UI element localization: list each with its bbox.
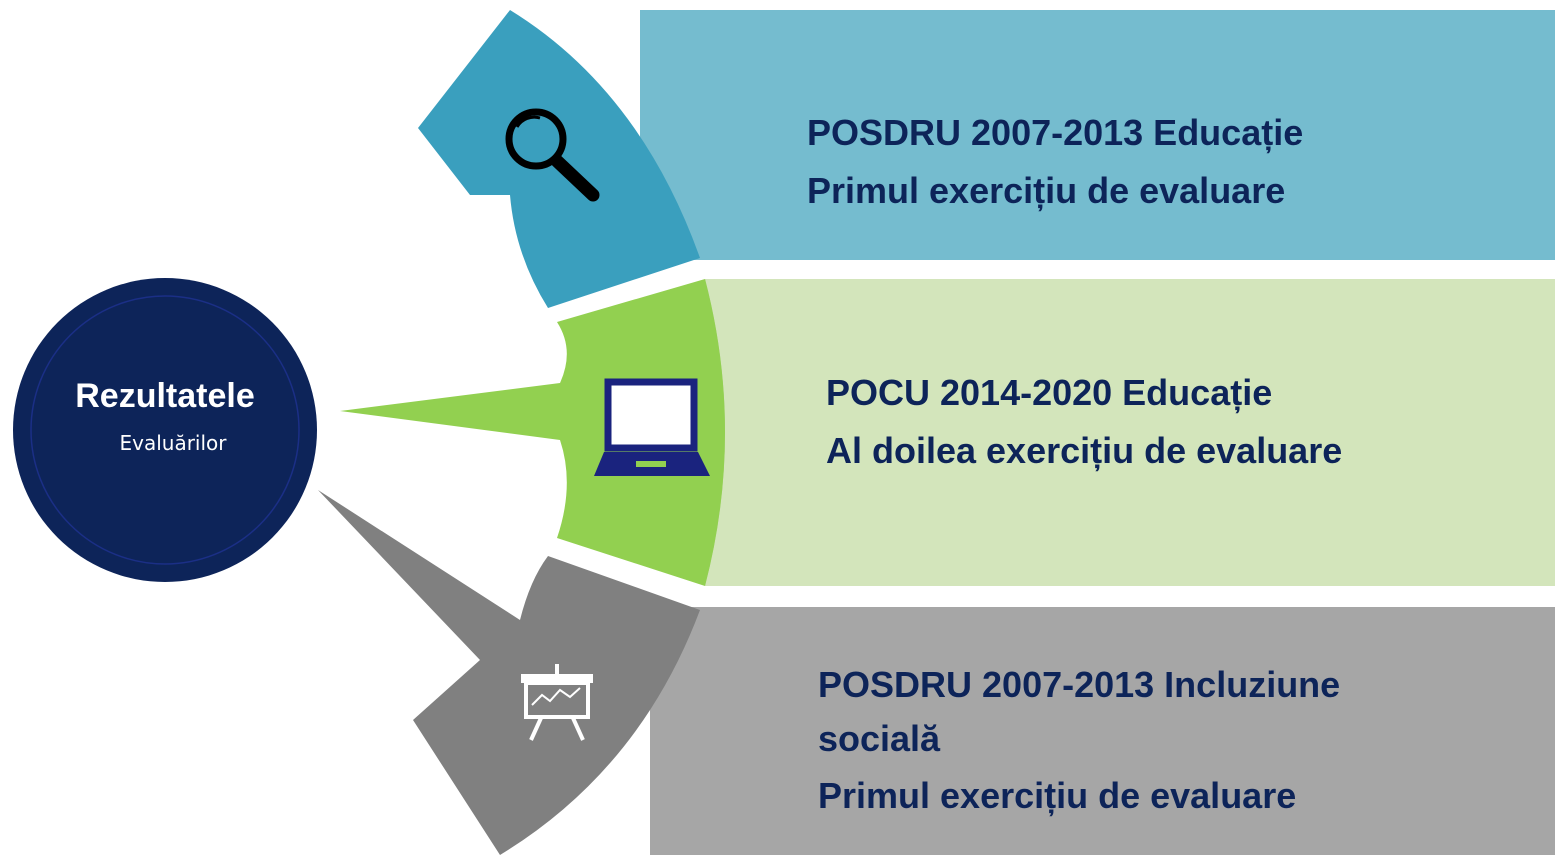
center-subtitle: Evaluărilor [119,431,227,455]
band-pocu-educatie: POCU 2014-2020 Educație Al doilea exerci… [340,279,1555,586]
band-1-line-1: POSDRU 2007-2013 Educație [807,112,1303,154]
band-2-line-2: Al doilea exercițiu de evaluare [826,430,1342,472]
band-posdru-incluziune: POSDRU 2007-2013 Incluziune socială Prim… [318,490,1555,855]
laptop-icon [594,378,710,476]
center-circle [13,278,317,582]
band-1-background [640,10,1555,260]
band-3-line-3: Primul exercițiu de evaluare [818,775,1296,817]
band-posdru-educatie: POSDRU 2007-2013 Educație Primul exerciț… [315,10,1555,362]
presentation-chart-icon [521,664,593,741]
band-1-wedge [315,10,700,362]
center-node: Rezultatele Evaluărilor [13,278,317,582]
band-3-background [650,607,1555,855]
magnifier-icon [505,108,600,202]
band-1-line-2: Primul exercițiu de evaluare [807,170,1285,212]
band-3-line-1: POSDRU 2007-2013 Incluziune [818,664,1340,705]
center-circle-ring [30,295,300,565]
band-2-wedge [340,279,725,586]
band-2-line-1: POCU 2014-2020 Educație [826,372,1272,414]
band-3-line-2: socială [818,718,941,759]
band-2-background [705,279,1555,586]
center-title: Rezultatele [75,377,255,415]
band-3-wedge [318,490,700,855]
